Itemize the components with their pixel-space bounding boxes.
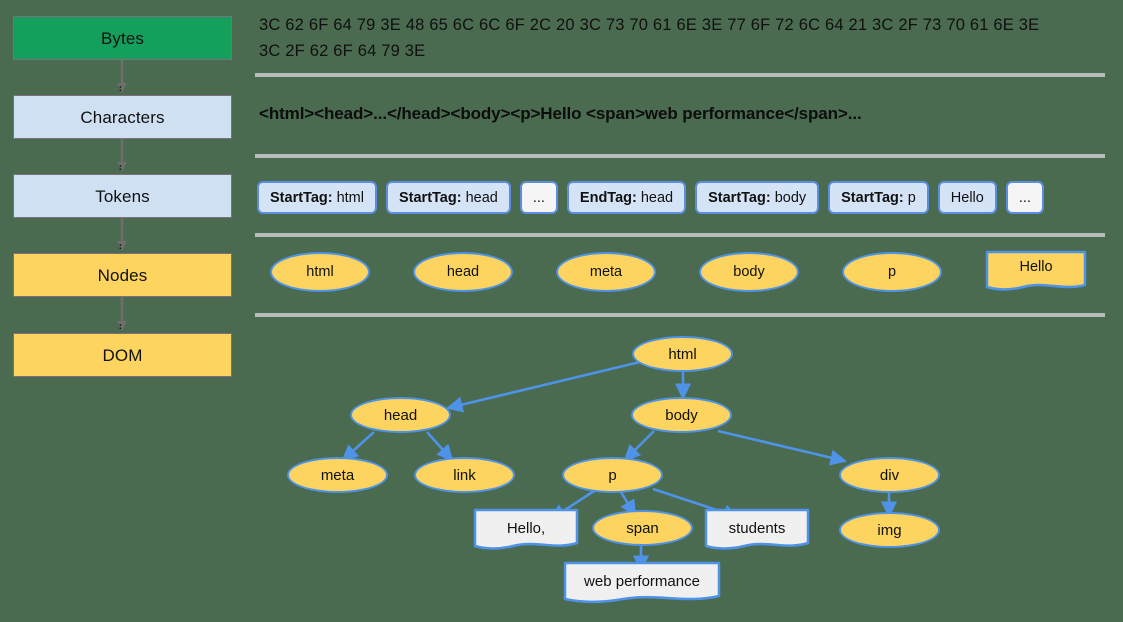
token-chip[interactable]: StartTag:p [828,181,929,214]
node-hello-text[interactable]: Hello [985,250,1087,294]
divider-bytes-characters [255,73,1105,77]
token-row: StartTag:html StartTag:head ... EndTag:h… [257,181,1044,214]
token-value: p [907,189,916,206]
pipeline-arrow-tokens-to-nodes [117,218,127,251]
pipeline-step-label: Tokens [95,186,150,206]
pipeline-step-tokens[interactable]: Tokens [13,174,232,218]
tree-node-html[interactable]: html [632,336,733,372]
token-value: head [465,189,498,206]
tree-node-text-students[interactable]: students [704,508,810,553]
token-value: head [640,189,674,206]
tree-node-label: p [608,466,617,484]
token-value: html [336,189,364,206]
pipeline-step-label: Bytes [100,28,145,48]
document-shape-icon [704,508,810,550]
pipeline-step-label: Characters [80,107,165,127]
node-body[interactable]: body [699,252,799,292]
dom-tree: html head body meta link p div span [0,318,1123,622]
document-shape-icon [473,508,579,550]
tree-node-label: div [879,466,900,484]
token-value: ... [1018,189,1031,206]
node-label: head [446,264,480,280]
token-chip[interactable]: EndTag:head [566,181,687,214]
pipeline-step-bytes[interactable]: Bytes [13,16,232,60]
pipeline-step-label: DOM [102,345,143,365]
tree-node-text-hello[interactable]: Hello, [473,508,579,553]
token-chip[interactable]: StartTag:head [385,181,511,214]
tree-node-text-web-performance[interactable]: web performance [563,561,721,607]
tree-node-label: img [877,521,902,539]
pipeline-arrow-nodes-to-dom [117,297,127,331]
node-label: html [306,264,334,280]
node-head[interactable]: head [413,252,513,292]
document-shape-icon [985,250,1087,291]
divider-characters-tokens [255,154,1105,158]
tree-node-link[interactable]: link [414,457,515,493]
dom-tree-edges [341,360,898,573]
token-chip-ellipsis[interactable]: ... [519,181,558,214]
pipeline-arrow-characters-to-tokens [117,139,127,172]
token-chip-ellipsis[interactable]: ... [1005,181,1044,214]
tree-node-label: span [626,519,659,537]
tree-node-meta[interactable]: meta [287,457,388,493]
pipeline-step-nodes[interactable]: Nodes [13,253,232,297]
tree-node-div[interactable]: div [839,457,940,493]
node-label: meta [589,264,623,280]
token-kind: StartTag: [270,189,333,206]
tree-node-p[interactable]: p [562,457,663,493]
token-value: body [774,189,807,206]
token-kind: StartTag: [708,189,771,206]
pipeline-step-dom[interactable]: DOM [13,333,232,377]
token-kind: StartTag: [398,189,462,206]
node-label: body [733,264,765,280]
node-html[interactable]: html [270,252,370,292]
document-shape-icon [563,561,721,604]
token-chip-text[interactable]: Hello [937,181,997,214]
tree-node-label: body [665,406,698,424]
characters-markup-text: <html><head>...</head><body><p>Hello <sp… [259,104,862,123]
tree-node-label: link [453,466,476,484]
pipeline-step-characters[interactable]: Characters [13,95,232,139]
node-meta[interactable]: meta [556,252,656,292]
token-kind: EndTag: [579,189,637,206]
pipeline-step-label: Nodes [97,265,148,285]
bytes-hex-text: 3C 62 6F 64 79 3E 48 65 6C 6C 6F 2C 20 3… [259,16,1040,60]
tree-node-label: meta [320,466,355,484]
tree-node-img[interactable]: img [839,512,940,548]
divider-nodes-dom [255,313,1105,317]
node-label: p [887,264,897,280]
token-value: ... [532,189,545,206]
token-chip[interactable]: StartTag:body [695,181,820,214]
nodes-row: html head meta body p Hello [255,250,1105,302]
tree-node-body[interactable]: body [631,397,732,433]
divider-tokens-nodes [255,233,1105,237]
tree-node-head[interactable]: head [350,397,451,433]
token-value: Hello [950,189,984,206]
pipeline-arrow-bytes-to-characters [117,60,127,93]
tree-node-span[interactable]: span [592,510,693,546]
tree-node-label: head [383,406,418,424]
tree-node-label: html [668,345,697,363]
node-p[interactable]: p [842,252,942,292]
token-kind: StartTag: [841,189,904,206]
token-chip[interactable]: StartTag:html [257,181,377,214]
